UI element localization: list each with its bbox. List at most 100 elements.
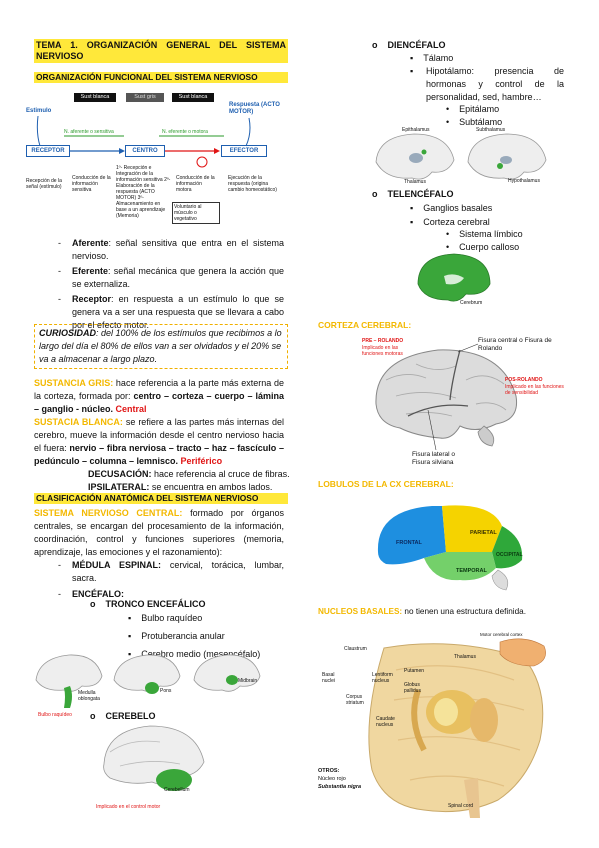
pos-rolando-text: Implicado en las funciones de sensibilid…	[505, 384, 564, 396]
tronco-items: ▪Bulbo raquídeo ▪Protuberancia anular ▪C…	[128, 612, 260, 661]
cerebelo-caption: Implicado en el control motor	[96, 804, 161, 810]
medula-item: MÉDULA ESPINAL: cervical, torácica, lumb…	[58, 559, 284, 585]
cerebellum-figure	[103, 725, 205, 791]
putamen-label: Putamen	[404, 668, 425, 674]
telencefalo-items: ▪Ganglios basales ▪Corteza cerebral	[410, 202, 492, 229]
brain-epithalamus	[375, 133, 455, 180]
def-text: : en respuesta a un estímulo lo que se g…	[72, 294, 284, 330]
bullet-circle: o	[90, 711, 96, 721]
def-term: Aferente	[72, 238, 109, 248]
pons-label: Pons	[160, 688, 172, 694]
sust-gris-label: Sust gris	[126, 93, 164, 102]
talamo-item: ▪Tálamo	[410, 53, 454, 63]
sub-text: Subtálamo	[459, 117, 503, 127]
brain-sagittal-2	[113, 654, 181, 694]
def-text: : señal sensitiva que entra en el sistem…	[72, 238, 284, 261]
talamo-text: Tálamo	[423, 53, 454, 63]
thalamus-label: Thalamus	[404, 179, 426, 185]
tronco-item: ▪Cerebro medio (mesencéfalo)	[128, 649, 261, 659]
diencephalon-figures	[375, 133, 547, 180]
bullet-circle: o	[90, 599, 96, 609]
gris-label: SUSTANCIA GRIS:	[34, 378, 114, 388]
anatomica-heading: CLASIFICACIÓN ANATÓMICA DEL SISTEMA NERV…	[34, 493, 288, 504]
ipsilateral-text: se encuentra en ambos lados.	[149, 482, 273, 492]
midbrain-label: Midbrain	[238, 678, 258, 684]
snc-list: MÉDULA ESPINAL: cervical, torácica, lumb…	[58, 559, 284, 601]
sub-item: •Epitálamo	[446, 104, 500, 114]
estimulo-label: Estimulo	[26, 108, 52, 114]
blanca-tag: Periférico	[180, 456, 223, 466]
pos-rolando-title: POS-ROLANDO	[505, 377, 543, 383]
sustancia-blanca: SUSTACIA BLANCA: se refiere a las partes…	[34, 416, 284, 468]
hypothalamus-label: Hypothalamus	[508, 178, 540, 184]
curiosidad-text: : del 100% de los estímulos que recibimo…	[39, 328, 282, 364]
funcional-heading: ORGANIZACIÓN FUNCIONAL DEL SISTEMA NERVI…	[34, 72, 288, 83]
sust-blanca-2-label: Sust blanca	[172, 93, 214, 102]
def-term: Eferente	[72, 266, 109, 276]
diagram-boxed-note: Voluntario al músculo o vegetativo	[172, 202, 220, 224]
bullet-circle: o	[372, 40, 378, 50]
sub-text: Cuerpo calloso	[459, 242, 520, 252]
n-aferente-label: N. aferente o sensitiva	[64, 129, 114, 135]
tel-item: ▪Corteza cerebral	[410, 217, 490, 227]
globus-label: Globus pallidus	[404, 682, 421, 694]
tronco-item: ▪Protuberancia anular	[128, 631, 225, 641]
cerebrum-figure	[417, 253, 491, 302]
encefalo-label: ENCÉFALO:	[72, 589, 125, 599]
def-receptor: Receptor: en respuesta a un estímulo lo …	[58, 293, 284, 332]
spinal-label: Spinal cord	[448, 803, 474, 809]
temporal-label: TEMPORAL	[456, 568, 487, 574]
diencefalo-sublist: •Epitálamo •Subtálamo	[446, 103, 502, 129]
cortex-figure	[375, 343, 518, 451]
curiosidad-label: CURIOSIDAD	[39, 328, 97, 338]
def-text: : señal mecánica que genera la acción qu…	[72, 266, 284, 289]
basal-nuclei-label: Basal nuclei	[322, 672, 336, 684]
receptor-box: RECEPTOR	[26, 145, 70, 157]
def-aferente: Aferente: señal sensitiva que entra en e…	[58, 237, 284, 263]
lateral-fissure-label: Fisura lateral o Fisura silviana	[412, 451, 455, 466]
bullet-circle: o	[372, 189, 378, 199]
diagram-arrows	[36, 115, 251, 168]
def-term: Receptor	[72, 294, 112, 304]
substantia-nigra-label: Substantia nigra	[318, 784, 362, 790]
blanca-text: se refiere a las partes más internas del…	[34, 417, 284, 453]
claustrum-label: Claustrum	[344, 646, 367, 652]
tronco-item: ▪Bulbo raquídeo	[128, 613, 203, 623]
sust-blanca-1-label: Sust blanca	[74, 93, 116, 102]
caudate-label: Caudate nucleus	[376, 716, 395, 728]
n-eferente-label: N. eferente o motora	[162, 129, 208, 135]
decusacion-text: hace referencia al cruce de fibras.	[151, 469, 290, 479]
blanca-bold: nervio – fibra nerviosa – tracto – haz –…	[34, 443, 284, 466]
pre-rolando-text: Implicado en las funciones motoras	[362, 345, 403, 357]
sustancia-gris: SUSTANCIA GRIS: hace referencia a la par…	[34, 377, 284, 416]
diagram-col-2: Conducción de la información sensitiva	[72, 175, 111, 193]
encefalo-item: ENCÉFALO:	[58, 588, 284, 601]
snc-paragraph: SISTEMA NERVIOSO CENTRAL: formado por ór…	[34, 507, 284, 559]
motor-cortex-label: Motor cerebral cortex	[480, 632, 523, 637]
tronco-item-text: Bulbo raquídeo	[141, 613, 203, 623]
subthalamus-label: Subthalamus	[476, 127, 506, 133]
central-fissure-label: Fisura central o Fisura de Rolando	[478, 337, 552, 352]
sub-text: Epitálamo	[459, 104, 500, 114]
medulla-label: Medulla oblongata	[78, 690, 100, 702]
page-title: TEMA 1. ORGANIZACIÓN GENERAL DEL SISTEMA…	[34, 39, 288, 63]
telencefalo-sublist: •Sistema límbico •Cuerpo calloso	[446, 228, 523, 254]
medula-text: cervical, torácica, lumbar, sacra.	[72, 560, 284, 583]
cerebellum-label: Cerebellum	[164, 787, 190, 793]
lentiform-label: Lentiform nucleus	[372, 672, 393, 684]
functional-diagram: Sust blanca Sust gris Sust blanca Estimu…	[24, 88, 292, 234]
diagram-col-1: Recepción de la señal (estímulo)	[26, 178, 62, 190]
decusacion: DECUSACIÓN: hace referencia al cruce de …	[88, 468, 290, 481]
brainstem-figures	[35, 654, 261, 708]
thalamus-bn-label: Thalamus	[454, 654, 476, 660]
snc-text: formado por órganos centrales, se encarg…	[34, 508, 284, 557]
hipo-text: presencia de hormonas y control de la pe…	[426, 66, 564, 102]
ipsilateral-label: IPSILATERAL:	[88, 482, 150, 492]
telencefalo-label: TELENCÉFALO	[387, 189, 454, 199]
corteza-heading: CORTEZA CEREBRAL:	[318, 320, 412, 330]
diagram-col-5: Ejecución de la respuesta (origina cambi…	[228, 175, 277, 193]
gris-bold: centro – corteza – cuerpo – lámina – gan…	[34, 391, 285, 414]
tel-item-text: Corteza cerebral	[423, 217, 490, 227]
